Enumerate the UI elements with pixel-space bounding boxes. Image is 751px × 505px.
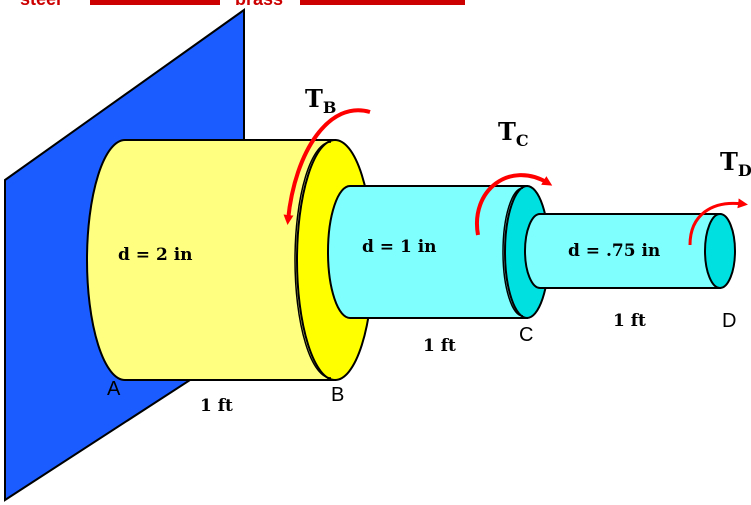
torque-b-subscript: B [323, 98, 337, 117]
diameter-ab-label: d = 2 in [118, 245, 193, 265]
torque-c-subscript: C [516, 131, 529, 150]
diameter-cd-label: d = .75 in [568, 241, 660, 261]
torque-c-label: TC [498, 117, 529, 150]
shaft-cd-body [524, 213, 721, 289]
torque-d-subscript: D [738, 161, 751, 180]
torque-d-label: TD [720, 147, 751, 180]
torque-b-arrow [283, 108, 371, 225]
point-a-label: A [107, 378, 121, 400]
length-cd-label: 1 ft [613, 311, 646, 331]
torque-c-symbol: T [498, 117, 516, 146]
torque-d-symbol: T [720, 147, 738, 176]
diameter-bc-label: d = 1 in [362, 237, 437, 257]
length-bc-label: 1 ft [423, 336, 456, 356]
steel-label: steel [20, 0, 61, 9]
shaft-bc-end-rim [502, 187, 524, 317]
torque-b-symbol: T [305, 84, 323, 113]
shaft-ab-body [86, 139, 336, 381]
shaft-cd-end-face [704, 213, 736, 289]
point-b-label: B [331, 384, 344, 406]
point-d-label: D [722, 310, 736, 332]
header-fragment [90, 0, 220, 5]
point-c-label: C [519, 324, 533, 346]
torque-b-label: TB [305, 84, 336, 117]
shaft-cd [524, 213, 736, 289]
header-fragment [300, 0, 465, 5]
torque-c-arrow [474, 173, 553, 236]
header-text: steel brass [20, 0, 465, 9]
shaft-ab-end-rim [294, 141, 332, 379]
brass-label: brass [235, 0, 283, 9]
torque-d-arrow [688, 198, 748, 246]
length-ab-label: 1 ft [200, 396, 233, 416]
